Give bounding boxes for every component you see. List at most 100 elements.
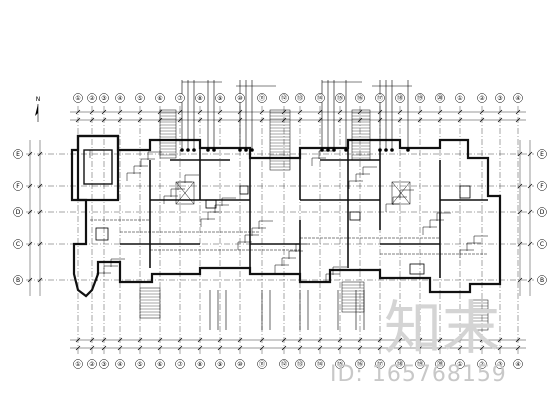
grid-bubble-bottom — [395, 359, 405, 369]
grid-label-top: ⑫ — [281, 94, 287, 102]
dimension-tick — [89, 337, 95, 343]
dimension-tick — [479, 337, 485, 343]
dimension-tick — [117, 109, 123, 115]
grid-label-bottom: ⑱ — [397, 360, 403, 368]
dimension-tick — [457, 345, 463, 351]
grid-bubble-bottom — [477, 359, 487, 369]
grid-label-top: ⑬ — [297, 94, 303, 102]
pipe-node — [384, 148, 388, 152]
grid-bubble-bottom — [295, 359, 305, 369]
pipe-node — [326, 148, 330, 152]
grid-label-bottom: ⑧ — [197, 361, 202, 368]
grid-label-top: ⑧ — [197, 95, 202, 102]
grid-label-top: ③ — [497, 95, 502, 102]
grid-labels: ①①②②③③④④⑤⑤⑥⑥⑦⑦⑧⑧⑨⑨⑩⑩⑪⑪⑫⑫⑬⑬⑭⑭⑮⑮⑯⑯⑰⑰⑱⑱⑲⑲⑳⑳… — [13, 93, 547, 369]
grid-bubble-right — [537, 181, 547, 191]
watermark-logo-text: 知末 — [384, 294, 500, 360]
elevator-cross — [391, 181, 411, 205]
dimension-tick — [479, 117, 485, 123]
grid-label-left: E — [16, 151, 20, 158]
grid-label-top: ② — [479, 95, 485, 102]
grid-bubble-left — [13, 239, 23, 249]
grid-bubble-top — [295, 93, 305, 103]
dimension-tick — [297, 345, 303, 351]
grid-bubble-top — [235, 93, 245, 103]
pipe-node — [212, 148, 216, 152]
dimension-tick — [89, 345, 95, 351]
dimension-tick — [317, 117, 323, 123]
grid-label-left: D — [16, 209, 21, 216]
grid-label-top: ⑯ — [357, 94, 363, 102]
grid-label-top: ④ — [117, 95, 122, 102]
dimension-tick — [517, 151, 523, 157]
equipment-box — [205, 199, 217, 209]
grid-bubble-bottom — [513, 359, 523, 369]
grid-bubble-bottom — [335, 359, 345, 369]
dimension-tick — [357, 337, 363, 343]
north-arrow: N — [35, 96, 40, 122]
grid-label-bottom: ⑭ — [317, 360, 323, 368]
dimension-tick — [377, 345, 383, 351]
dimension-tick — [457, 337, 463, 343]
pipe-node — [390, 148, 394, 152]
equipment-box — [95, 227, 109, 241]
grid-bubble-top — [477, 93, 487, 103]
grid-label-bottom: ⑦ — [177, 361, 183, 368]
dimension-tick — [317, 345, 323, 351]
grid-label-left: B — [16, 277, 20, 284]
dimension-tick — [317, 109, 323, 115]
grid-label-bottom: ⑫ — [281, 360, 287, 368]
grid-label-top: ① — [457, 95, 462, 102]
grid-label-bottom: ④ — [515, 361, 520, 368]
pipe-node — [250, 148, 254, 152]
dimension-tick — [27, 241, 33, 247]
grid-bubble-bottom — [155, 359, 165, 369]
dimension-tick — [337, 345, 343, 351]
building-walls — [70, 134, 502, 298]
dimension-tick — [297, 117, 303, 123]
dimension-tick — [515, 337, 521, 343]
pipe-risers — [90, 80, 488, 330]
grid-bubble-right — [537, 239, 547, 249]
grid-bubble-right — [537, 207, 547, 217]
grid-bubble-top — [435, 93, 445, 103]
dimension-tick — [27, 183, 33, 189]
pipe-node — [192, 148, 196, 152]
grid-label-bottom: ⑥ — [157, 361, 162, 368]
grid-bubble-bottom — [279, 359, 289, 369]
dimension-tick — [517, 241, 523, 247]
pipe-node — [180, 148, 184, 152]
grid-label-bottom: ⑤ — [137, 361, 142, 368]
grid-bubble-right — [537, 275, 547, 285]
dimension-tick — [357, 109, 363, 115]
dimension-tick — [89, 109, 95, 115]
grid-bubble-top — [87, 93, 97, 103]
dimension-tick — [101, 109, 107, 115]
grid-bubble-bottom — [99, 359, 109, 369]
grid-label-top: ⑮ — [337, 94, 343, 102]
grid-bubble-top — [155, 93, 165, 103]
dimension-tick — [137, 109, 143, 115]
dimension-tick — [259, 345, 265, 351]
dimension-tick — [259, 109, 265, 115]
grid-bubble-top — [495, 93, 505, 103]
dimension-tick — [437, 345, 443, 351]
dimension-tick — [437, 117, 443, 123]
grid-bubble-bottom — [135, 359, 145, 369]
dimension-tick — [417, 109, 423, 115]
grid-bubble-bottom — [495, 359, 505, 369]
grid-bubble-top — [355, 93, 365, 103]
pipe-node — [406, 148, 410, 152]
dimension-tick — [527, 151, 533, 157]
grid-label-top: ⑲ — [417, 94, 423, 102]
grid-label-right: D — [540, 209, 545, 216]
grid-bubble-top — [395, 93, 405, 103]
watermark-logo: 知末 — [384, 294, 500, 360]
dimension-tick — [377, 337, 383, 343]
elevator-cross — [175, 181, 195, 205]
pipe-node — [378, 148, 382, 152]
dimension-tick — [281, 109, 287, 115]
exterior-wall-outline — [70, 134, 502, 298]
dimension-tick — [217, 109, 223, 115]
